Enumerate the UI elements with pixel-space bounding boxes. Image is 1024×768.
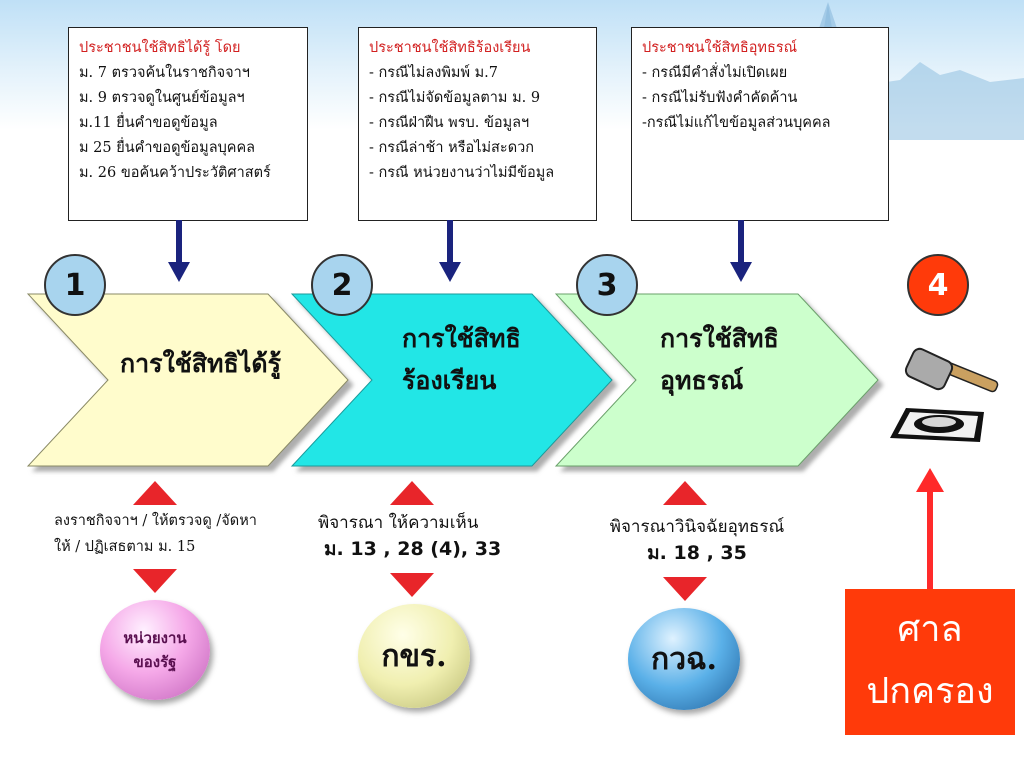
note-line: พิจารณา ให้ความเห็น — [318, 513, 479, 533]
step-number-text: 4 — [927, 267, 949, 303]
box-heading: ประชาชนใช้สิทธิร้องเรียน — [369, 40, 531, 56]
step-number-text: 1 — [64, 267, 86, 303]
box-line: - กรณี หน่วยงานว่าไม่มีข้อมูล — [369, 165, 555, 181]
box-line: - กรณีไม่ลงพิมพ์ ม.7 — [369, 65, 499, 81]
box-line: - กรณีมีคำสั่งไม่เปิดเผย — [642, 65, 788, 81]
box-line: ม. 9 ตรวจดูในศูนย์ข้อมูลฯ — [79, 90, 245, 106]
note-line: ม. 18 , 35 — [647, 542, 747, 564]
box-heading: ประชาชนใช้สิทธิอุทธรณ์ — [642, 40, 798, 56]
court-label-line: ศาล — [897, 609, 963, 650]
arrow-head-3 — [730, 262, 752, 282]
box-line: - กรณีไม่จัดข้อมูลตาม ม. 9 — [369, 90, 541, 106]
step-label-line: ร้องเรียน — [402, 366, 497, 395]
red-up-triangle-2 — [390, 481, 434, 505]
red-up-arrow — [916, 468, 944, 592]
step-number-2: 2 — [311, 254, 373, 316]
step-label-line: การใช้สิทธิ — [402, 324, 521, 353]
box-line: ม 25 ยื่นคำขอดูข้อมูลบุคคล — [79, 140, 256, 156]
arrow-shaft-3 — [738, 220, 744, 265]
red-down-triangle-1 — [133, 569, 177, 593]
orb-label-line: กขร. — [381, 638, 447, 674]
orb-label-line: กวฉ. — [651, 641, 717, 677]
chevron-3 — [554, 293, 879, 467]
note-2: พิจารณา ให้ความเห็น ม. 13 , 28 (4), 33 — [318, 510, 501, 562]
arrow-head-2 — [439, 262, 461, 282]
administrative-court-box: ศาล ปกครอง — [845, 589, 1015, 735]
info-box-complaint: ประชาชนใช้สิทธิร้องเรียน - กรณีไม่ลงพิมพ… — [358, 27, 597, 221]
red-down-triangle-3 — [663, 577, 707, 601]
step-label-line: อุทธรณ์ — [660, 366, 744, 395]
orb-label-line: หน่วยงาน — [123, 629, 187, 647]
red-up-triangle-3 — [663, 481, 707, 505]
step-3-label: การใช้สิทธิ อุทธรณ์ — [660, 318, 779, 402]
info-box-appeal: ประชาชนใช้สิทธิอุทธรณ์ - กรณีมีคำสั่งไม่… — [631, 27, 889, 221]
note-line: ม. 13 , 28 (4), 33 — [324, 538, 502, 560]
step-number-text: 3 — [596, 267, 618, 303]
box-line: - กรณีล่าช้า หรือไม่สะดวก — [369, 140, 535, 156]
orb-label-line: ของรัฐ — [133, 653, 177, 671]
arrow-head-1 — [168, 262, 190, 282]
box-line: - กรณีฝ่าฝืน พรบ. ข้อมูลฯ — [369, 115, 530, 131]
box-line: - กรณีไม่รับฟังคำคัดค้าน — [642, 90, 798, 106]
gavel-icon — [890, 347, 999, 442]
box-line: ม. 7 ตรวจค้นในราชกิจจาฯ — [79, 65, 250, 81]
note-line: ให้ / ปฏิเสธตาม ม. 15 — [54, 539, 196, 555]
box-line: ม. 26 ขอค้นคว้าประวัติศาสตร์ — [79, 165, 271, 181]
note-3: พิจารณาวินิจฉัยอุทธรณ์ ม. 18 , 35 — [582, 514, 812, 566]
orb-state-agency: หน่วยงาน ของรัฐ — [100, 600, 210, 700]
note-line: ลงราชกิจจาฯ / ให้ตรวจดู /จัดหา — [54, 513, 257, 529]
step-number-3: 3 — [576, 254, 638, 316]
step-label-line: การใช้สิทธิ — [660, 324, 779, 353]
arrow-shaft-2 — [447, 220, 453, 265]
step-number-1: 1 — [44, 254, 106, 316]
note-line: พิจารณาวินิจฉัยอุทธรณ์ — [609, 517, 785, 537]
step-2-label: การใช้สิทธิ ร้องเรียน — [402, 318, 521, 402]
navy-down-arrows — [168, 220, 752, 282]
red-up-triangle-1 — [133, 481, 177, 505]
step-1-label: การใช้สิทธิได้รู้ — [120, 343, 281, 385]
chevron-2 — [290, 293, 613, 467]
red-down-triangle-2 — [390, 573, 434, 597]
orb-kkr: กขร. — [358, 604, 470, 708]
orb-kwc: กวฉ. — [628, 608, 740, 710]
step-label-line: การใช้สิทธิได้รู้ — [120, 349, 282, 378]
step-number-text: 2 — [331, 267, 353, 303]
box-heading: ประชาชนใช้สิทธิได้รู้ โดย — [79, 40, 241, 56]
step-number-4: 4 — [907, 254, 969, 316]
note-1: ลงราชกิจจาฯ / ให้ตรวจดู /จัดหา ให้ / ปฏิ… — [54, 508, 257, 560]
court-label-line: ปกครอง — [866, 671, 994, 712]
info-box-right-to-know: ประชาชนใช้สิทธิได้รู้ โดย ม. 7 ตรวจค้นใน… — [68, 27, 308, 221]
process-chevrons — [26, 293, 879, 467]
chevron-1 — [26, 293, 349, 467]
box-line: -กรณีไม่แก้ไขข้อมูลส่วนบุคคล — [642, 115, 831, 131]
box-line: ม.11 ยื่นคำขอดูข้อมูล — [79, 115, 218, 131]
arrow-shaft-1 — [176, 220, 182, 265]
